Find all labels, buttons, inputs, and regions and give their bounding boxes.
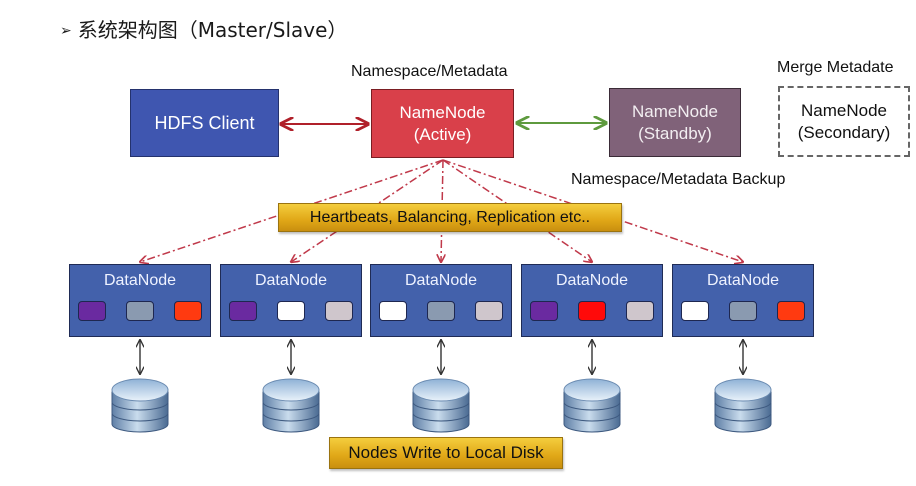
disk-storage-icon [262,378,320,433]
disk-storage-icon [412,378,470,433]
local-disk-banner: Nodes Write to Local Disk [329,437,563,469]
datanode-3: DataNode [370,264,512,337]
data-block-light [626,301,654,321]
datanode-5: DataNode [672,264,814,337]
heartbeat-arrow [140,159,444,262]
namenode-standby-role: (Standby) [638,123,712,143]
namenode-standby: NameNode (Standby) [609,88,741,157]
data-block-gray [126,301,154,321]
block-row [229,301,353,321]
title-text: 系统架构图（Master/Slave） [77,18,348,42]
datanode-label: DataNode [555,272,629,289]
data-block-white [379,301,407,321]
data-block-orange-red [777,301,805,321]
data-block-purple [229,301,257,321]
heartbeats-banner: Heartbeats, Balancing, Replication etc.. [278,203,622,232]
namenode-active: NameNode (Active) [371,89,514,158]
disk-storage-icon [111,378,169,433]
namespace-backup-label: Namespace/Metadata Backup [571,171,786,188]
data-block-white [681,301,709,321]
hdfs-client-label: HDFS Client [154,113,255,133]
data-block-gray [729,301,757,321]
namenode-standby-title: NameNode [632,101,718,121]
data-block-orange-red [174,301,202,321]
merge-metadata-label: Merge Metadate [777,59,894,76]
block-row [681,301,805,321]
datanode-label: DataNode [103,272,177,289]
datanode-label: DataNode [706,272,780,289]
data-block-light [475,301,503,321]
datanode-4: DataNode [521,264,663,337]
block-row [78,301,202,321]
page-title: ➢ 系统架构图（Master/Slave） [60,14,347,43]
namenode-secondary: NameNode (Secondary) [778,86,910,157]
disk-storage-icon [714,378,772,433]
namespace-metadata-label: Namespace/Metadata [351,63,508,80]
namenode-active-role: (Active) [413,124,472,144]
bullet-arrow-icon: ➢ [60,23,72,39]
data-block-red [578,301,606,321]
data-block-gray [427,301,455,321]
datanode-label: DataNode [254,272,328,289]
namenode-active-title: NameNode [399,102,486,122]
disk-storage-icon [563,378,621,433]
data-block-white [277,301,305,321]
heartbeat-arrow [442,159,743,262]
heartbeat-arrow [442,159,592,262]
data-block-purple [530,301,558,321]
namenode-secondary-title: NameNode [801,100,887,120]
hdfs-client-node: HDFS Client [130,89,279,157]
datanode-label: DataNode [404,272,478,289]
datanode-2: DataNode [220,264,362,337]
datanode-1: DataNode [69,264,211,337]
block-row [530,301,654,321]
namenode-secondary-role: (Secondary) [797,122,891,142]
data-block-purple [78,301,106,321]
block-row [379,301,503,321]
data-block-light [325,301,353,321]
